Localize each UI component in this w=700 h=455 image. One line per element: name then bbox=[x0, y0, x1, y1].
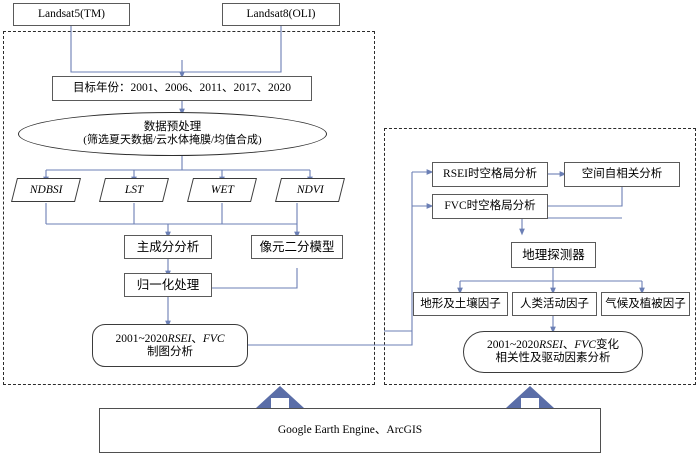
factor-terrain-soil-label: 地形及土壤因子 bbox=[420, 297, 501, 310]
conclusion-line2: 相关性及驱动因素分析 bbox=[495, 352, 611, 364]
normalization-label: 归一化处理 bbox=[136, 278, 200, 292]
fvc-spatiotemporal-label: FVC时空格局分析 bbox=[444, 200, 536, 213]
target-years-box: 目标年份：2001、2006、2011、2017、2020 bbox=[52, 76, 312, 101]
source-box-landsat5: Landsat5(TM) bbox=[13, 3, 130, 26]
preprocessing-detail: (筛选夏天数据/云水体掩膜/均值合成) bbox=[83, 134, 262, 147]
index-ndbsi-label: NDBSI bbox=[29, 183, 63, 196]
mapping-fvc: FVC bbox=[202, 332, 225, 345]
spatial-autocorrelation-label: 空间自相关分析 bbox=[581, 168, 663, 181]
rsei-spatiotemporal-box: RSEI时空格局分析 bbox=[432, 162, 548, 187]
spatial-autocorrelation-box: 空间自相关分析 bbox=[564, 162, 680, 187]
source-landsat5-label: Landsat5(TM) bbox=[37, 8, 106, 21]
index-lst-label: LST bbox=[124, 183, 144, 196]
pca-box: 主成分分析 bbox=[124, 235, 212, 259]
index-wet-label: WET bbox=[210, 183, 234, 196]
conclusion-change: 变化 bbox=[596, 339, 620, 352]
rsei-fvc-mapping-box: 2001~2020RSEI、FVC 制图分析 bbox=[92, 324, 248, 367]
conclusion-box: 2001~2020RSEI、FVC变化 相关性及驱动因素分析 bbox=[463, 331, 643, 373]
fvc-spatiotemporal-box: FVC时空格局分析 bbox=[432, 194, 548, 219]
mapping-years: 2001~2020 bbox=[115, 332, 168, 345]
geodetector-label: 地理探测器 bbox=[522, 248, 585, 262]
conclusion-line1: 2001~2020RSEI、FVC变化 bbox=[487, 339, 619, 352]
index-box-wet: WET bbox=[187, 178, 257, 202]
source-landsat8-label: Landsat8(OLI) bbox=[246, 8, 316, 21]
index-ndvi-label: NDVI bbox=[296, 183, 324, 196]
conclusion-fvc: FVC bbox=[574, 339, 597, 352]
factor-box-climate-vegetation: 气候及植被因子 bbox=[601, 292, 690, 316]
pca-label: 主成分分析 bbox=[136, 240, 200, 254]
index-box-ndbsi: NDBSI bbox=[11, 178, 81, 202]
dimidiate-pixel-model-box: 像元二分模型 bbox=[251, 235, 343, 259]
rsei-spatiotemporal-label: RSEI时空格局分析 bbox=[443, 168, 537, 181]
factor-climate-vegetation-label: 气候及植被因子 bbox=[605, 297, 686, 310]
platform-arrows bbox=[256, 386, 554, 408]
conclusion-rsei: RSEI bbox=[539, 339, 563, 352]
conclusion-years: 2001~2020 bbox=[486, 339, 540, 352]
conclusion-sep: 、 bbox=[562, 339, 575, 352]
factor-box-human-activity: 人类活动因子 bbox=[512, 292, 597, 316]
normalization-box: 归一化处理 bbox=[124, 273, 212, 297]
factor-box-terrain-soil: 地形及土壤因子 bbox=[413, 292, 508, 316]
source-box-landsat8: Landsat8(OLI) bbox=[222, 3, 340, 26]
factor-human-activity-label: 人类活动因子 bbox=[520, 297, 589, 310]
rsei-fvc-mapping-line2: 制图分析 bbox=[147, 345, 193, 358]
platform-box: Google Earth Engine、ArcGIS bbox=[99, 408, 601, 453]
target-years-label: 目标年份：2001、2006、2011、2017、2020 bbox=[72, 82, 292, 95]
geodetector-box: 地理探测器 bbox=[511, 242, 596, 268]
dimidiate-pixel-model-label: 像元二分模型 bbox=[259, 240, 335, 254]
mapping-sep: 、 bbox=[191, 332, 203, 345]
preprocessing-title: 数据预处理 bbox=[143, 121, 202, 134]
index-box-lst: LST bbox=[99, 178, 169, 202]
preprocessing-ellipse: 数据预处理 (筛选夏天数据/云水体掩膜/均值合成) bbox=[18, 112, 327, 156]
platform-label: Google Earth Engine、ArcGIS bbox=[277, 424, 423, 437]
rsei-fvc-mapping-line1: 2001~2020RSEI、FVC bbox=[115, 333, 224, 346]
index-box-ndvi: NDVI bbox=[275, 178, 345, 202]
mapping-rsei: RSEI bbox=[167, 332, 192, 345]
